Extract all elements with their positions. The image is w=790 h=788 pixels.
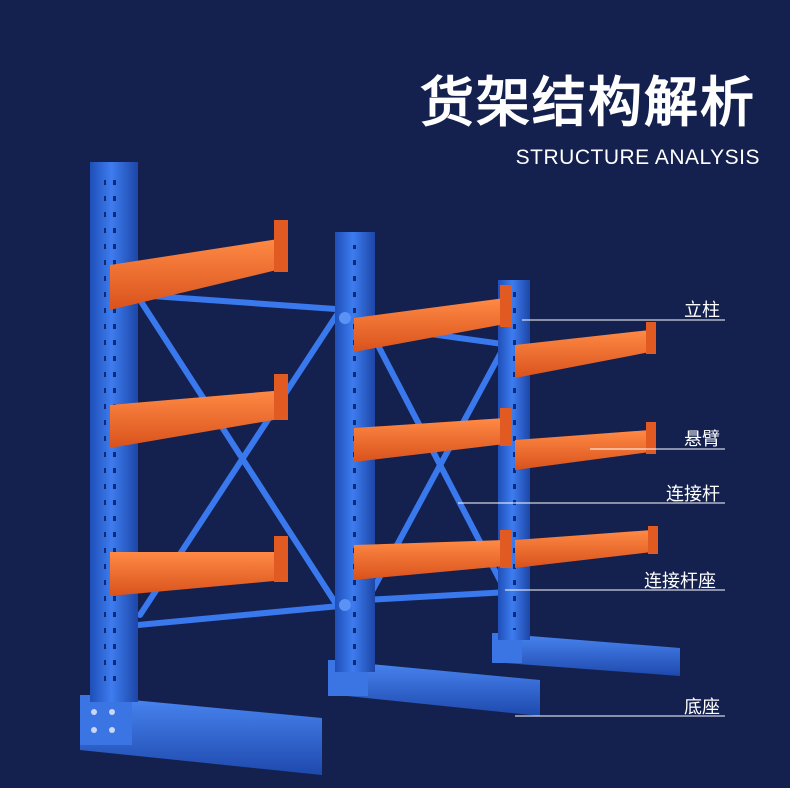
rack-unit-middle (328, 232, 540, 716)
rod-seat (339, 312, 351, 324)
brace-rod (135, 292, 353, 313)
base-plate (80, 695, 132, 745)
cantilever-arm (354, 298, 505, 352)
page-title: 货架结构解析 (420, 71, 756, 134)
label-cantilever-arm: 悬臂 (684, 429, 720, 450)
rack-unit-front (80, 162, 322, 775)
label-upright: 立柱 (684, 300, 720, 321)
label-connecting-rod: 连接杆 (666, 484, 720, 505)
base (80, 695, 322, 775)
base (328, 660, 540, 716)
cantilever-arm (110, 390, 285, 448)
cantilever-arm (515, 530, 652, 568)
cantilever-arm (110, 238, 285, 310)
leader-lines (458, 319, 725, 717)
cantilever-arm (110, 552, 285, 596)
cantilever-arm (354, 418, 505, 462)
label-connecting-rod-seat: 连接杆座 (644, 571, 716, 592)
cantilever-arm (354, 540, 505, 580)
rack-unit-rear (492, 280, 680, 676)
brace-rod (135, 602, 353, 628)
rod-seat (339, 599, 351, 611)
brace-rod (362, 589, 513, 603)
page-subtitle: STRUCTURE ANALYSIS (515, 146, 760, 169)
brace-rod (137, 297, 343, 613)
cantilever-arm (515, 330, 650, 378)
cantilever-arm (515, 430, 650, 470)
label-base: 底座 (684, 697, 720, 718)
base (492, 633, 680, 676)
